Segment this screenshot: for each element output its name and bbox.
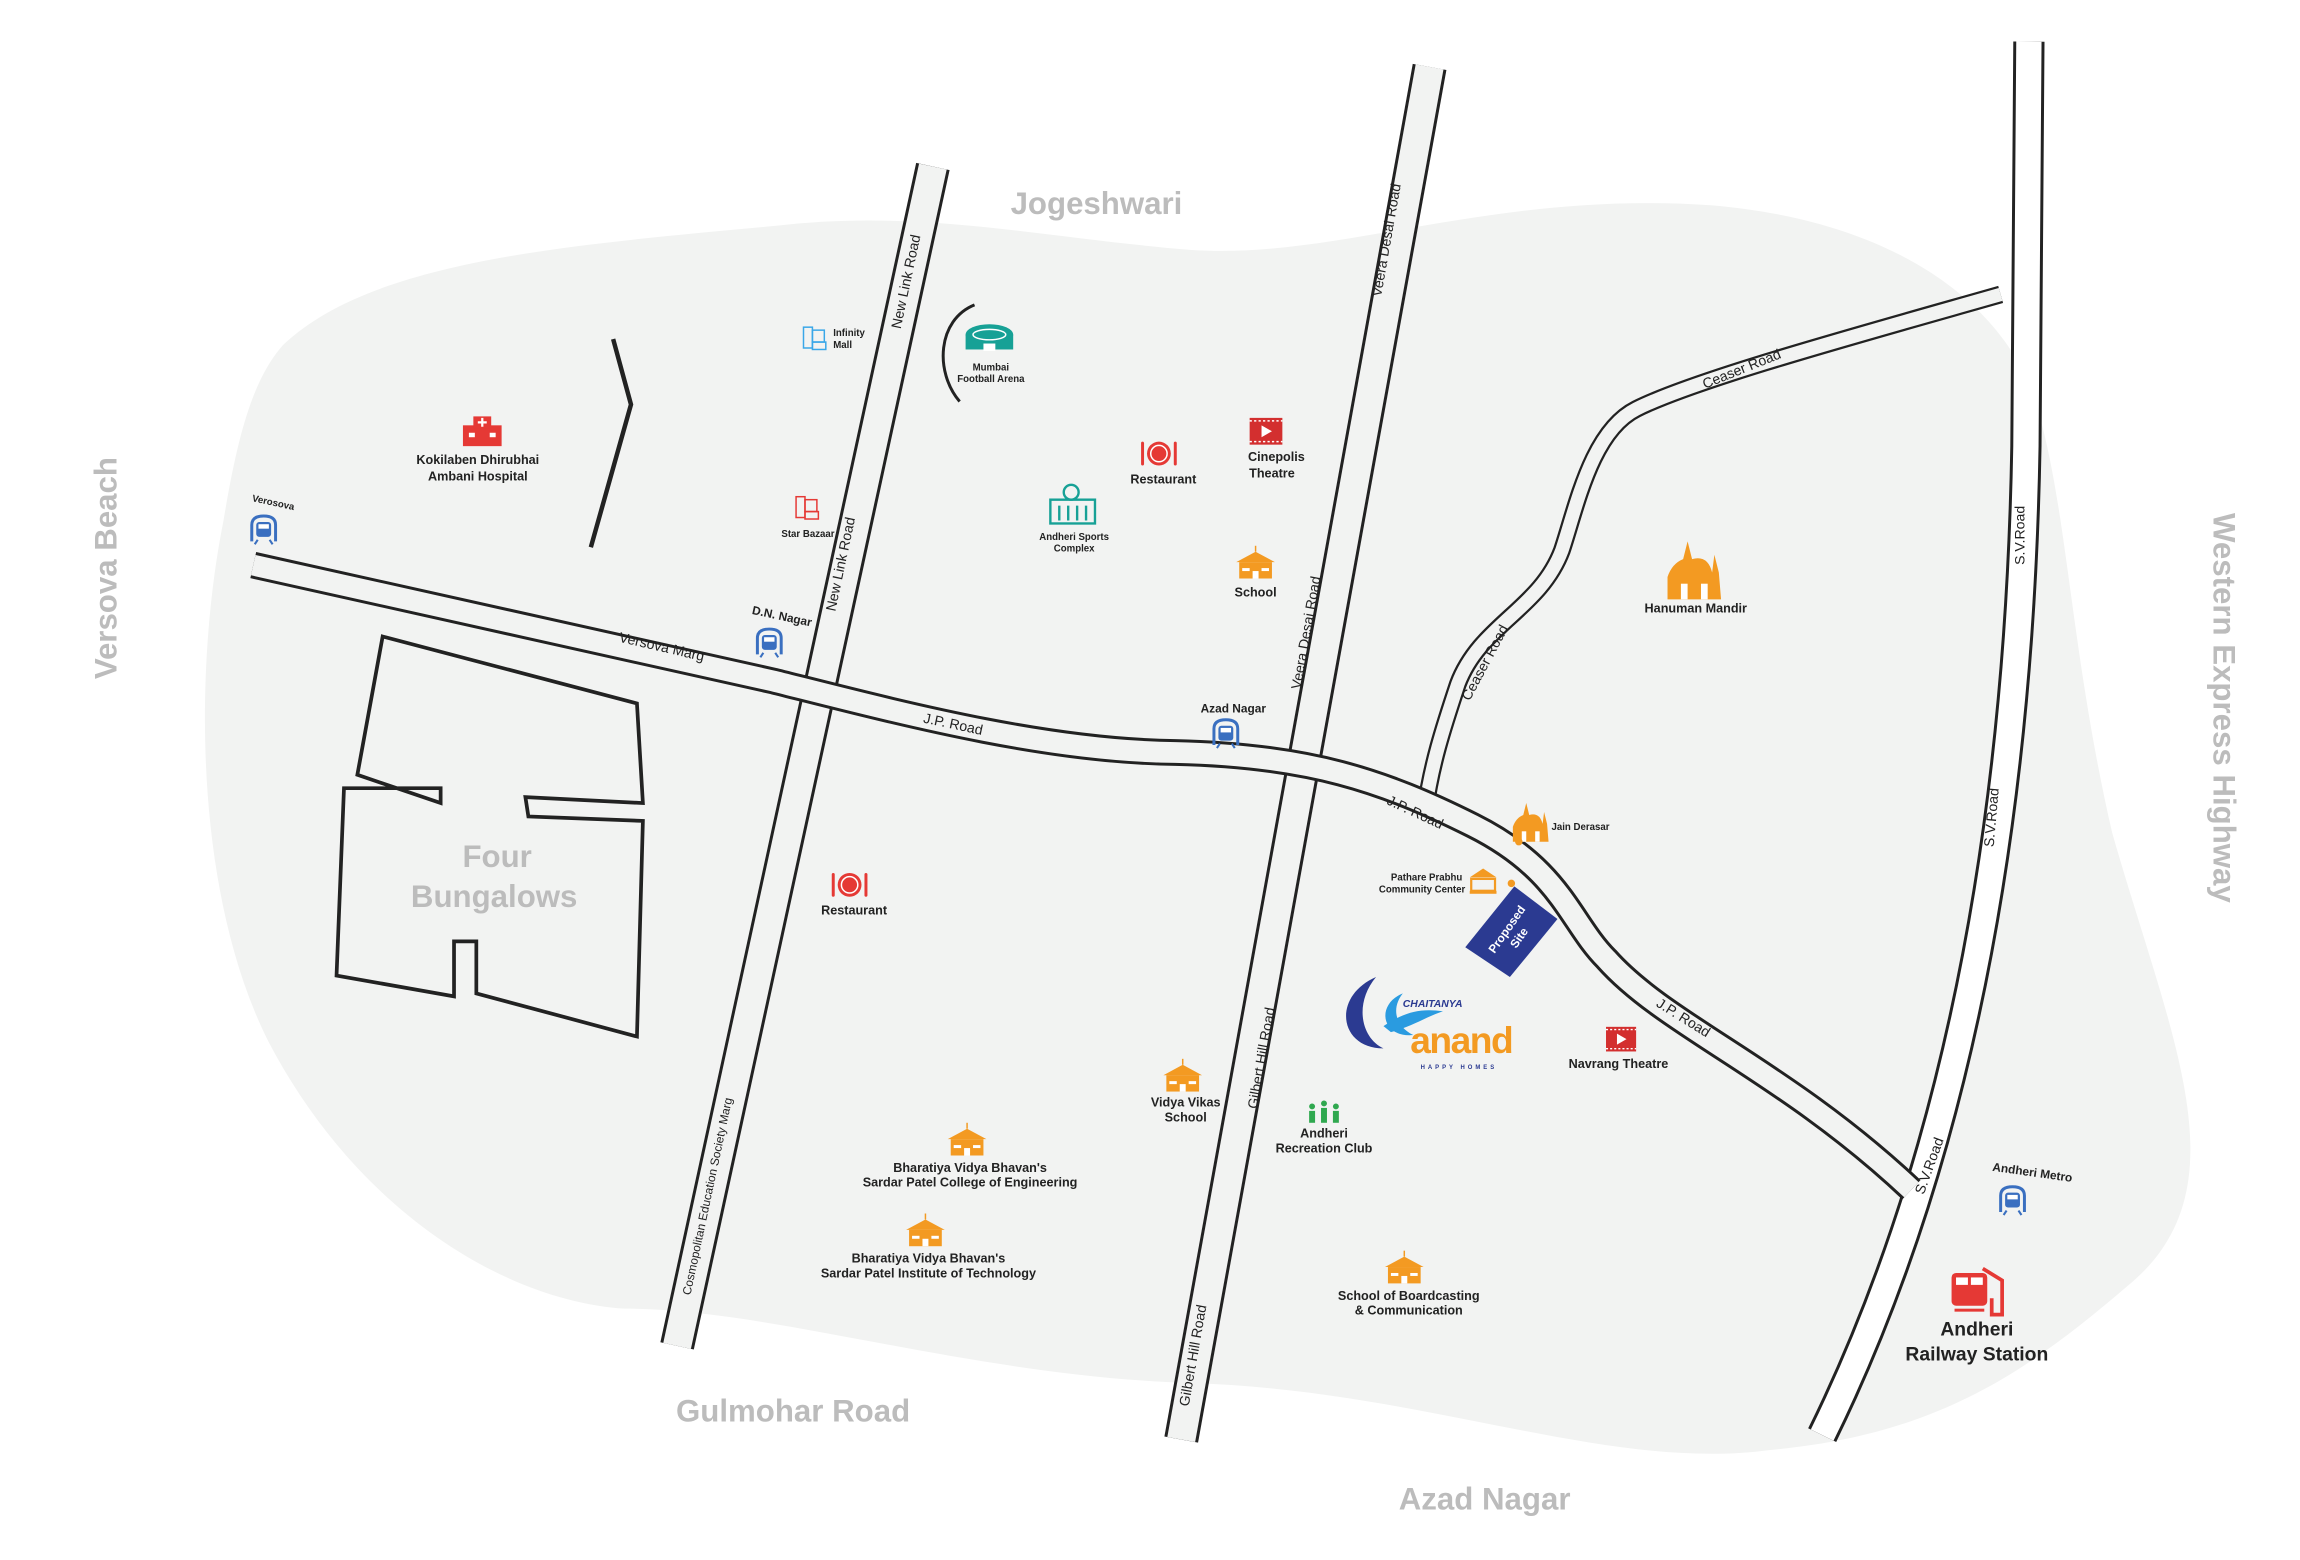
svg-text:Vidya Vikas: Vidya Vikas	[1151, 1095, 1221, 1109]
svg-text:Cinepolis: Cinepolis	[1248, 450, 1305, 464]
area-four-bungalows: Four	[462, 839, 531, 874]
svg-text:Hanuman Mandir: Hanuman Mandir	[1645, 602, 1747, 616]
poi-football-arena[interactable]: Mumbai Football Arena	[957, 324, 1025, 385]
svg-text:Pathare Prabhu: Pathare Prabhu	[1391, 872, 1462, 883]
arena-arc	[941, 303, 976, 403]
cinema-icon	[1248, 417, 1284, 446]
svg-text:Mall: Mall	[833, 340, 852, 351]
poi-hanuman-mandir[interactable]: Hanuman Mandir	[1645, 541, 1747, 616]
boundary-line	[588, 338, 634, 548]
poi-bvb-technology[interactable]: Bharatiya Vidya Bhavan's Sardar Patel In…	[821, 1212, 1036, 1280]
poi-cinepolis-theatre[interactable]: Cinepolis Theatre	[1248, 417, 1305, 480]
new-link-road[interactable]	[660, 162, 950, 1350]
svg-text:Mumbai: Mumbai	[973, 362, 1009, 373]
poi-andheri-railway-station[interactable]: Andheri Railway Station	[1905, 1266, 2048, 1366]
svg-text:Restaurant: Restaurant	[821, 904, 888, 918]
svg-text:Bharatiya Vidya Bhavan's: Bharatiya Vidya Bhavan's	[893, 1161, 1047, 1175]
poi-restaurant[interactable]: Restaurant	[1130, 440, 1197, 487]
poi-school[interactable]: School	[1235, 545, 1277, 600]
chaitanya-anand-logo: CHAITANYA anand HAPPY HOMES	[1346, 977, 1514, 1071]
poi-andheri-recreation-club[interactable]: Andheri Recreation Club	[1276, 1100, 1373, 1156]
poi-jain-derasar[interactable]: Jain Derasar	[1512, 803, 1610, 846]
svg-text:Kokilaben Dhirubhai: Kokilaben Dhirubhai	[416, 453, 539, 467]
poi-school-of-boardcasting[interactable]: School of Boardcasting & Communication	[1338, 1249, 1480, 1318]
svg-text:& Communication: & Communication	[1355, 1304, 1463, 1318]
cinema-icon	[1605, 1026, 1637, 1053]
area-western-express-highway: Western Express Highway	[2206, 513, 2241, 903]
svg-text:anand: anand	[1410, 1019, 1512, 1061]
road-label: S.V.Road	[1981, 787, 2002, 847]
svg-text:School: School	[1235, 585, 1277, 599]
sports-complex-icon	[1049, 483, 1097, 525]
railway-station-icon	[1951, 1266, 2004, 1317]
poi-azad-nagar-metro[interactable]: Azad Nagar	[1201, 701, 1267, 750]
poi-pathare-prabhu[interactable]: Pathare Prabhu Community Center	[1379, 868, 1516, 895]
poi-vidya-vikas-school[interactable]: Vidya Vikas School	[1151, 1058, 1221, 1124]
svg-text:Theatre: Theatre	[1249, 466, 1295, 480]
svg-text:Community Center: Community Center	[1379, 884, 1466, 895]
jp-road[interactable]	[250, 552, 1921, 1200]
area-gulmohar-road: Gulmohar Road	[676, 1394, 910, 1429]
svg-text:School of Boardcasting: School of Boardcasting	[1338, 1289, 1480, 1303]
area-four-bungalows: Bungalows	[411, 879, 578, 914]
poi-bvb-engineering[interactable]: Bharatiya Vidya Bhavan's Sardar Patel Co…	[863, 1122, 1078, 1190]
svg-text:Recreation Club: Recreation Club	[1276, 1142, 1373, 1156]
svg-text:Azad Nagar: Azad Nagar	[1201, 701, 1267, 715]
svg-text:CHAITANYA: CHAITANYA	[1403, 999, 1463, 1010]
poi-restaurant[interactable]: Restaurant	[821, 872, 888, 918]
svg-text:HAPPY HOMES: HAPPY HOMES	[1421, 1065, 1498, 1071]
svg-text:Star Bazaar: Star Bazaar	[781, 529, 834, 540]
svg-text:School: School	[1165, 1110, 1207, 1124]
svg-text:Infinity: Infinity	[833, 328, 865, 339]
area-jogeshwari: Jogeshwari	[1011, 186, 1183, 221]
svg-text:Ambani Hospital: Ambani Hospital	[428, 469, 528, 483]
hospital-icon	[462, 416, 502, 447]
svg-text:Andheri Sports: Andheri Sports	[1039, 532, 1109, 543]
svg-text:Sardar Patel College of Engine: Sardar Patel College of Engineering	[863, 1176, 1078, 1190]
svg-text:Andheri: Andheri	[1940, 1319, 2013, 1340]
sv-road[interactable]	[1808, 41, 2045, 1442]
svg-text:Sardar Patel Institute of Tech: Sardar Patel Institute of Technology	[821, 1266, 1036, 1280]
area-versova-beach: Versova Beach	[88, 457, 123, 679]
poi-navrang-theatre[interactable]: Navrang Theatre	[1569, 1026, 1669, 1071]
ceaser-road[interactable]	[1416, 285, 2004, 812]
svg-text:Complex: Complex	[1054, 544, 1095, 555]
land-area	[204, 203, 2191, 1454]
svg-text:Restaurant: Restaurant	[1130, 472, 1197, 486]
svg-text:Bharatiya Vidya Bhavan's: Bharatiya Vidya Bhavan's	[852, 1252, 1006, 1266]
poi-infinity-mall[interactable]: Infinity Mall	[802, 326, 866, 351]
people-icon	[1309, 1100, 1339, 1123]
community-center-icon	[1469, 868, 1497, 894]
poi-star-bazaar[interactable]: Star Bazaar	[781, 495, 835, 540]
poi-andheri-sports-complex[interactable]: Andheri Sports Complex	[1039, 483, 1109, 555]
svg-text:Andheri: Andheri	[1300, 1127, 1348, 1141]
poi-kokilaben-hospital[interactable]: Kokilaben Dhirubhai Ambani Hospital	[416, 416, 539, 483]
stadium-icon	[965, 324, 1014, 351]
svg-text:Jain Derasar: Jain Derasar	[1552, 822, 1610, 833]
area-azad-nagar: Azad Nagar	[1399, 1481, 1571, 1516]
svg-text:Railway Station: Railway Station	[1905, 1345, 2048, 1366]
svg-text:Football Arena: Football Arena	[957, 374, 1025, 385]
roads	[250, 41, 2045, 1443]
svg-text:Navrang Theatre: Navrang Theatre	[1569, 1057, 1669, 1071]
road-label: S.V.Road	[2011, 506, 2027, 565]
four-bungalows-boundary	[334, 634, 645, 1039]
